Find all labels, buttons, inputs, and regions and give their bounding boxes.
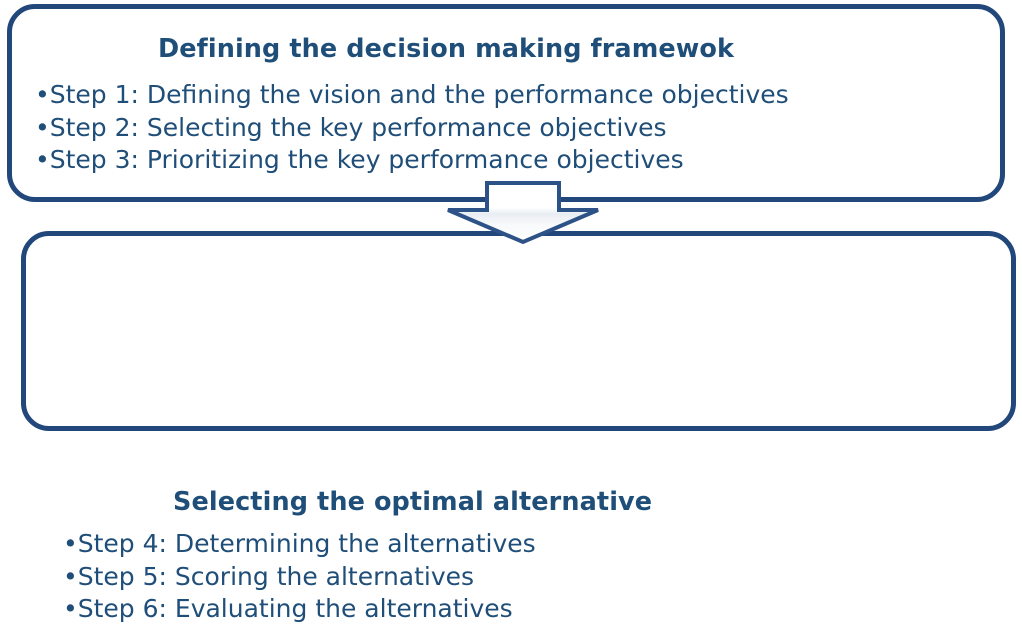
list-item: • Step 2: Selecting the key performance …: [35, 112, 789, 145]
list-item: • Step 3: Prioritizing the key performan…: [35, 144, 789, 177]
step-label-2: Step 2: Selecting the key performance ob…: [49, 112, 667, 142]
box-title-defining-framework: Defining the decision making framewok: [158, 34, 735, 64]
list-item: • Step 5: Scoring the alternatives: [63, 561, 536, 594]
bullet-icon: •: [63, 561, 78, 591]
bullet-icon: •: [35, 112, 50, 142]
down-block-arrow-icon: [447, 181, 599, 245]
step-label-5: Step 5: Scoring the alternatives: [77, 561, 475, 591]
list-item: • Step 1: Defining the vision and the pe…: [35, 79, 789, 112]
process-box-defining-framework[interactable]: Defining the decision making framewok • …: [7, 4, 1005, 202]
bullet-icon: •: [63, 594, 78, 623]
step-list-stage-1: • Step 1: Defining the vision and the pe…: [35, 79, 789, 177]
step-label-4: Step 4: Determining the alternatives: [77, 529, 536, 558]
box-title-selecting-alternative: Selecting the optimal alternative: [173, 487, 653, 517]
bullet-icon: •: [35, 80, 50, 109]
list-item: • Step 6: Evaluating the alternatives: [63, 593, 536, 626]
step-label-6: Step 6: Evaluating the alternatives: [77, 594, 513, 623]
list-item: • Step 4: Determining the alternatives: [63, 528, 536, 561]
bullet-icon: •: [35, 145, 50, 174]
step-label-1: Step 1: Defining the vision and the perf…: [49, 80, 789, 109]
step-list-stage-2: • Step 4: Determining the alternatives •…: [63, 528, 536, 626]
step-label-3: Step 3: Prioritizing the key performance…: [49, 145, 684, 174]
process-box-selecting-alternative[interactable]: Selecting the optimal alternative • Step…: [21, 231, 1016, 623]
bullet-icon: •: [63, 529, 78, 558]
diagram-canvas: Defining the decision making framewok • …: [7, 4, 1016, 623]
